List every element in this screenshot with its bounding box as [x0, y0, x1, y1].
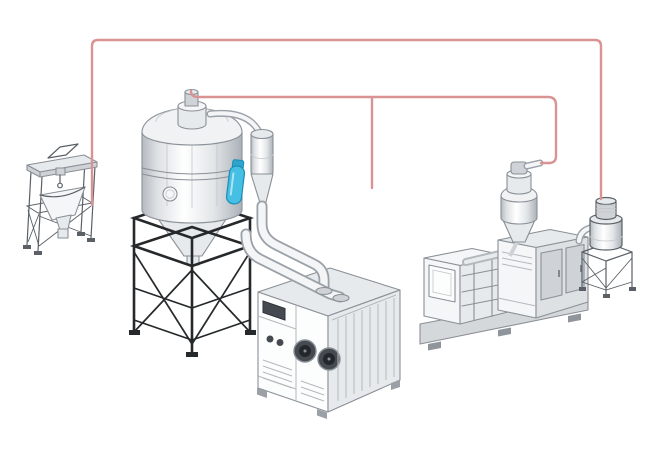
vacuum-receiver [506, 174, 532, 195]
bag-spreader-frame [47, 143, 79, 159]
dryer-port [332, 293, 350, 303]
dryer-front-vents [262, 359, 325, 402]
conveying-lines [90, 38, 603, 207]
pump-stand-braces [581, 257, 633, 289]
control-cabinet [497, 228, 589, 319]
injection-molding-machine [419, 159, 589, 351]
hopper-sight-door [162, 186, 178, 202]
motor-fins [596, 204, 616, 213]
dryer-louvers [337, 298, 395, 401]
stand-x-braces [133, 251, 251, 345]
dryer-filter-gauges [293, 339, 341, 371]
station-front-posts [26, 170, 43, 252]
stand-bottom-rails [133, 319, 251, 341]
pump-motor [595, 200, 617, 221]
stand-feet [129, 330, 256, 357]
material-line-hopper-to-receiver [189, 89, 558, 165]
drying-hopper [141, 88, 243, 224]
dry-air-hoses [240, 200, 350, 303]
vacuum-line-station-to-pump [90, 38, 603, 207]
pump-feet [579, 287, 636, 298]
blue-sight-glass [225, 159, 246, 205]
hoist-hook [57, 182, 63, 189]
big-bag-unloading-station [23, 143, 98, 255]
pump-stand-legs [581, 251, 633, 295]
cyclone-dust-collector [206, 109, 274, 207]
blower-body [589, 218, 623, 251]
hoist-trolley [55, 167, 66, 176]
dryer-button [276, 339, 284, 346]
dryer-display [262, 300, 286, 321]
machine-hopper-receiver [500, 159, 544, 257]
stand-mid-rails [133, 287, 251, 309]
dryer-port [315, 286, 333, 296]
hopper-top-cap [177, 106, 207, 130]
door-handles [558, 265, 582, 277]
machine-feet [428, 313, 581, 351]
dryer-feet [257, 380, 400, 419]
cabinet-door [540, 248, 563, 301]
platens [473, 258, 493, 322]
station-feet [23, 232, 95, 255]
cyclone-body [250, 133, 274, 178]
station-discharge [55, 214, 72, 231]
station-hopper [39, 186, 86, 221]
machine-hopper-body [500, 195, 538, 225]
dryer-button [266, 335, 274, 343]
